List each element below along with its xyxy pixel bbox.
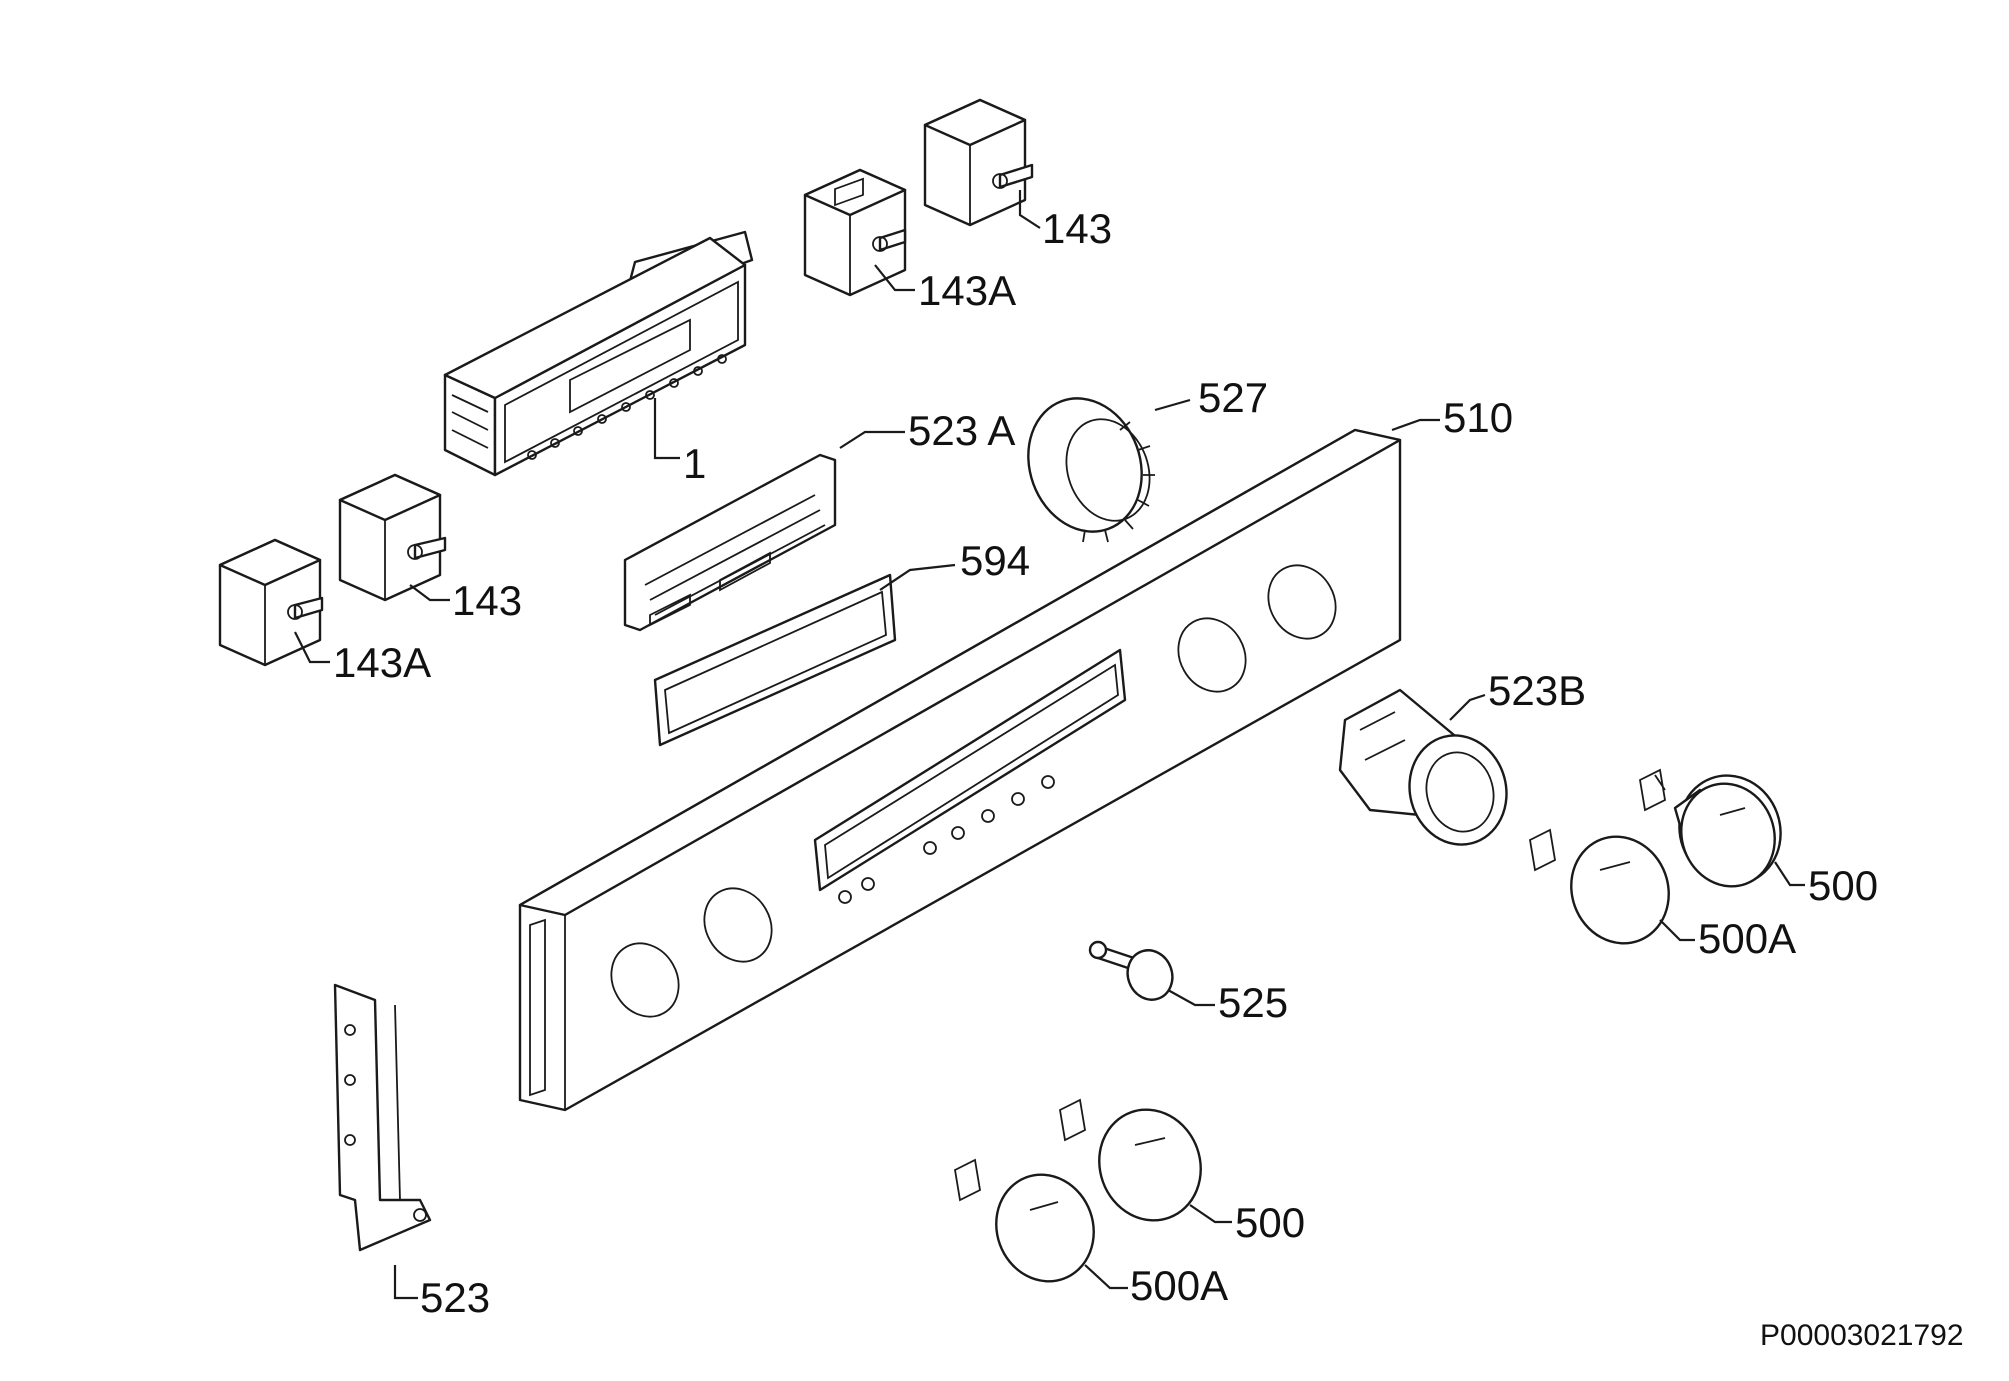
- drawing-code: P00003021792: [1760, 1319, 1964, 1352]
- label-527: 527: [1198, 374, 1268, 421]
- label-523b: 523B: [1488, 667, 1586, 714]
- label-143a-left: 143A: [333, 639, 431, 686]
- label-523a: 523 A: [908, 407, 1015, 454]
- knob-500a-bottom-part: [954, 1158, 1095, 1283]
- label-510: 510: [1443, 394, 1513, 441]
- switch-143-left-part: [338, 473, 447, 602]
- label-143-top: 143: [1042, 205, 1112, 252]
- control-panel-510-part: [518, 428, 1402, 1112]
- label-143-left: 143: [452, 577, 522, 624]
- timer-module-part: [443, 230, 754, 477]
- label-500-right: 500: [1808, 862, 1878, 909]
- label-523: 523: [420, 1274, 490, 1321]
- label-500a-bottom: 500A: [1130, 1262, 1228, 1309]
- switch-143a-top-part: [803, 168, 907, 297]
- label-1: 1: [683, 440, 706, 487]
- ring-527-part: [1027, 397, 1155, 543]
- display-bracket-523a-part: [623, 453, 837, 632]
- knob-500-bottom-part: [1059, 1098, 1202, 1222]
- label-525: 525: [1218, 979, 1288, 1026]
- label-500a-right: 500A: [1698, 915, 1796, 962]
- leader-lines: [294, 190, 1805, 1300]
- light-housing-523b-part: [1338, 688, 1508, 846]
- part-labels: 1 143 143A 143 143A 527 523 A 510 594 52…: [333, 205, 1878, 1321]
- button-525-part: [1088, 940, 1174, 1001]
- display-window-594-part: [653, 573, 897, 747]
- label-500-bottom: 500: [1235, 1199, 1305, 1246]
- bracket-523-part: [333, 983, 432, 1252]
- knob-500-right-part: [1639, 768, 1782, 888]
- switch-143a-left-part: [218, 538, 324, 667]
- knob-500a-right-part: [1529, 828, 1670, 945]
- label-143a-top: 143A: [918, 267, 1016, 314]
- label-594: 594: [960, 537, 1030, 584]
- switch-143-top-part: [923, 98, 1034, 227]
